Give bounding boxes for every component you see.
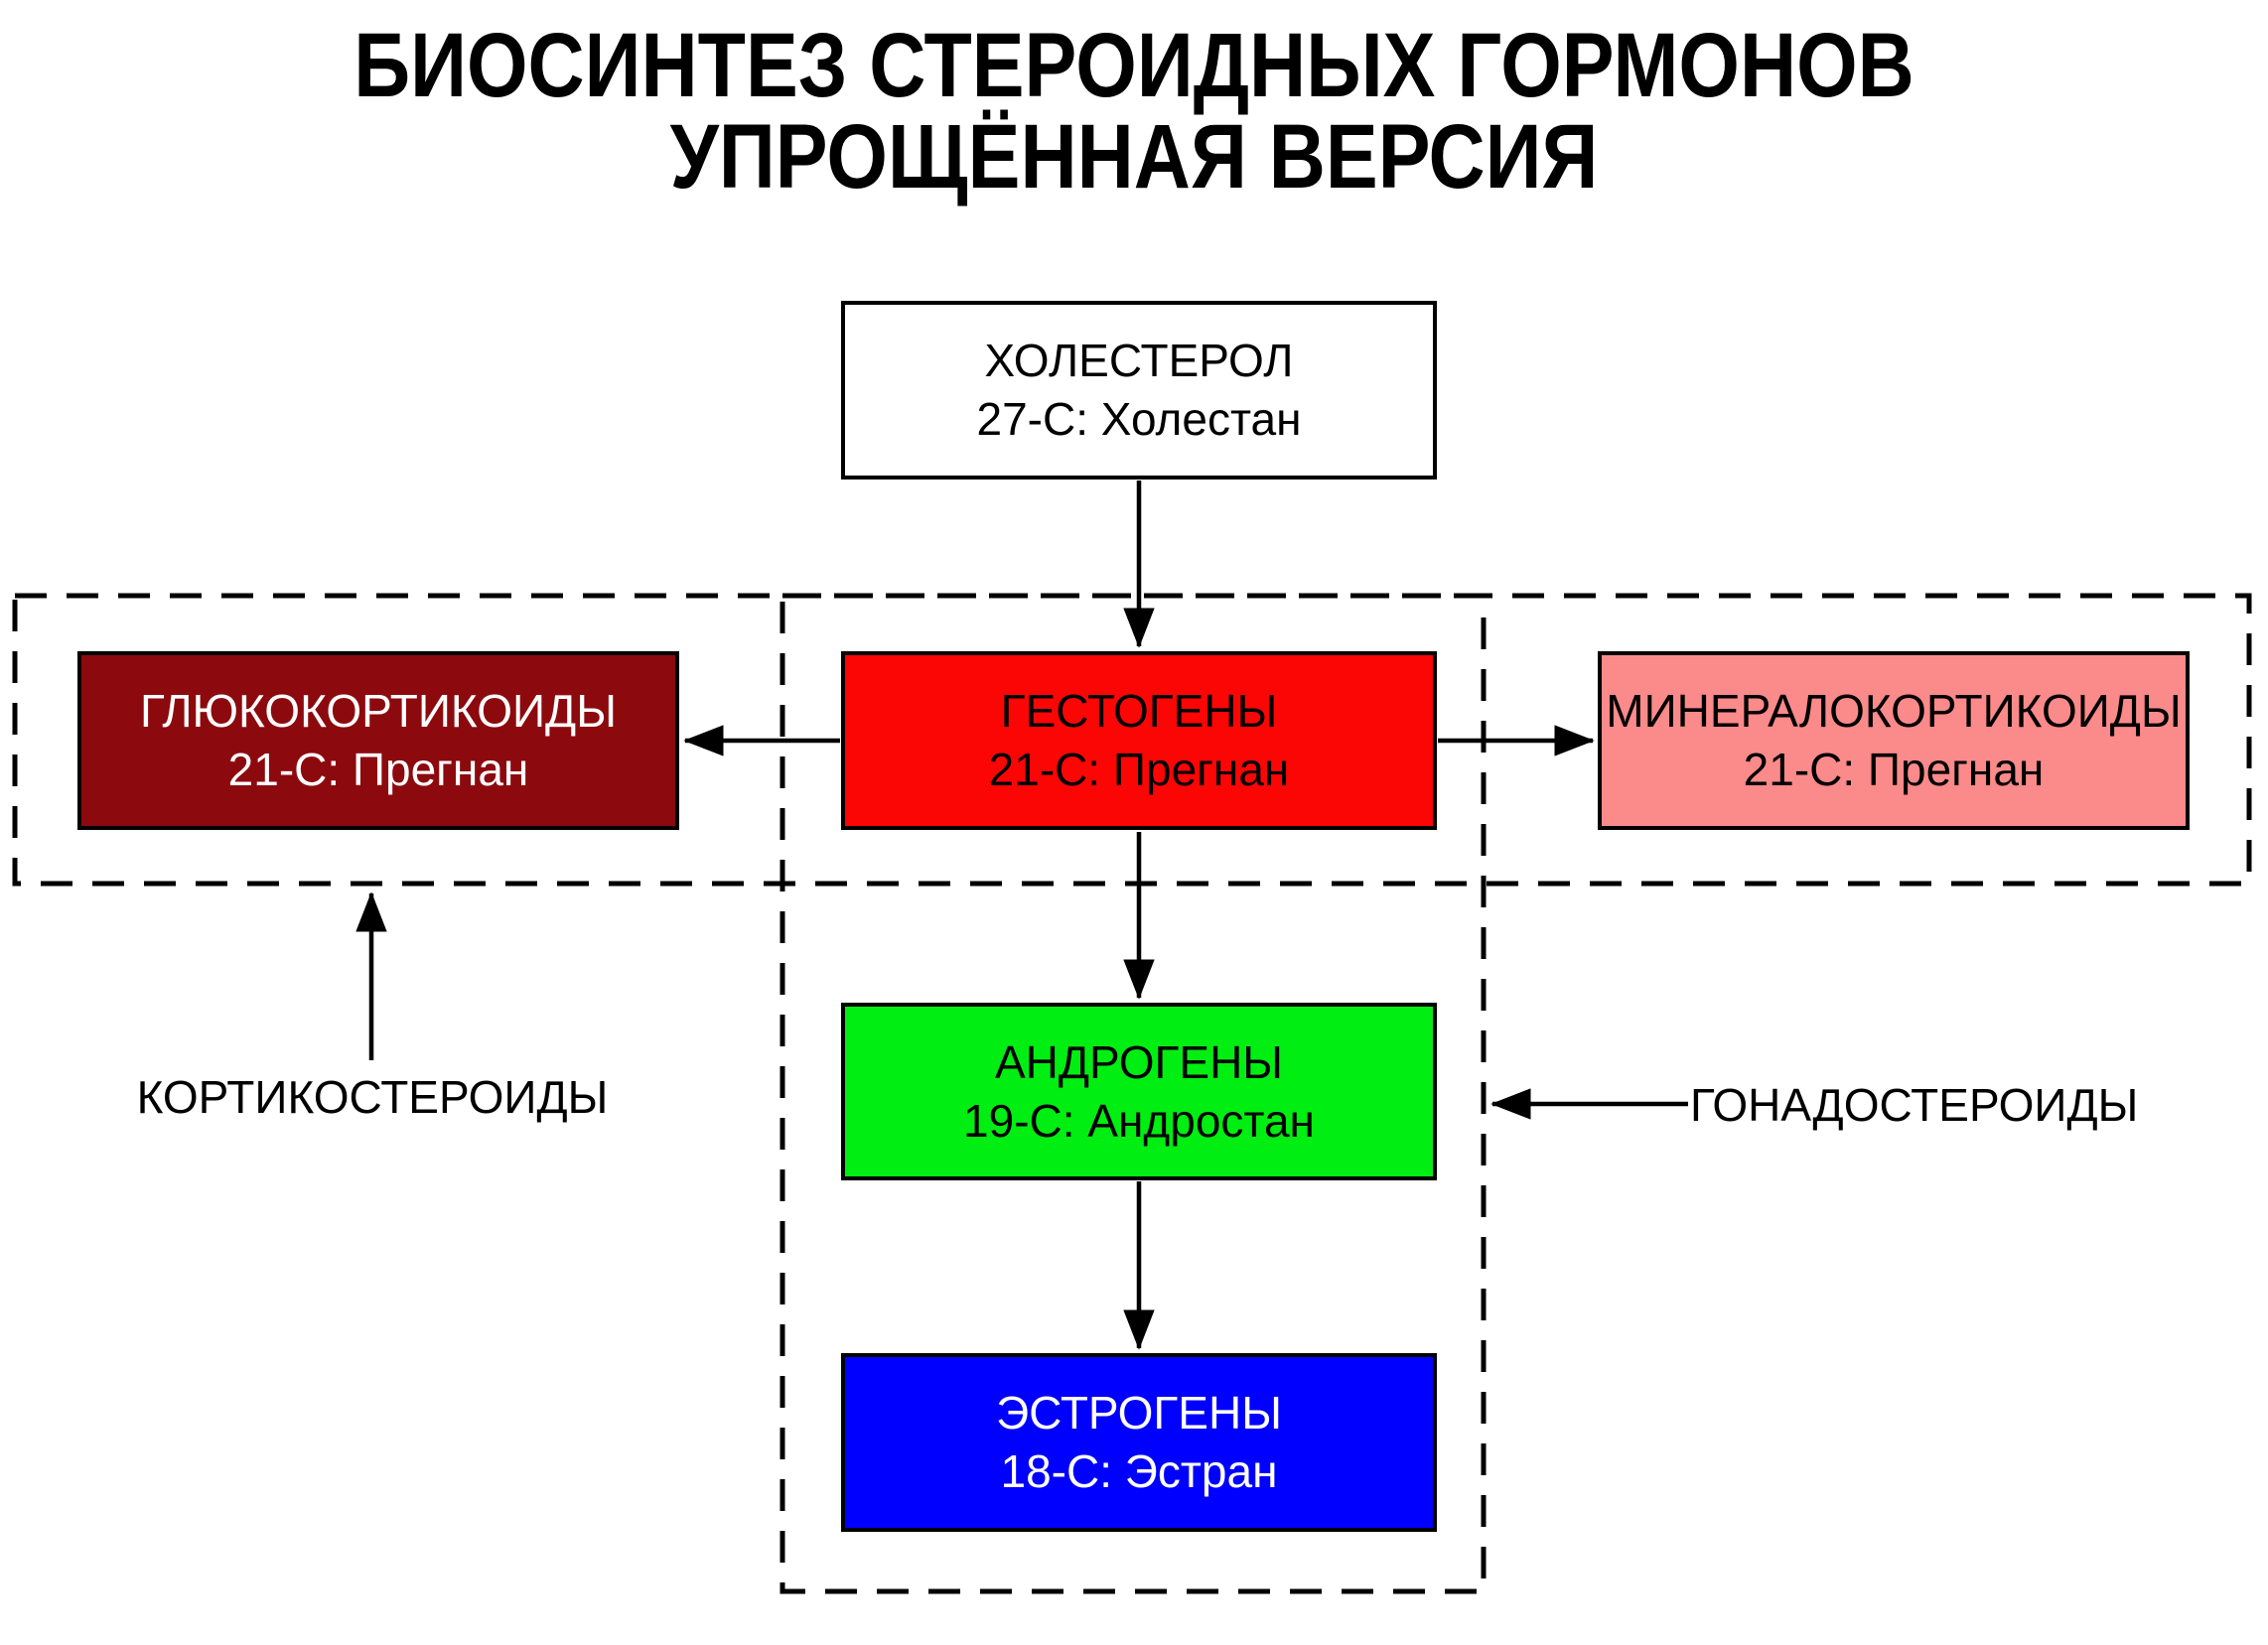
- node-estrogens-name: ЭСТРОГЕНЫ: [996, 1387, 1282, 1439]
- corticosteroids-label: КОРТИКОСТЕРОИДЫ: [136, 1071, 609, 1123]
- node-cholesterol: ХОЛЕСТЕРОЛ 27-C: Холестан: [841, 301, 1437, 480]
- node-estrogens: ЭСТРОГЕНЫ 18-C: Эстран: [841, 1353, 1437, 1532]
- node-gestogens-formula: 21-C: Прегнан: [988, 744, 1290, 795]
- node-androgens: АНДРОГЕНЫ 19-C: Андростан: [841, 1003, 1437, 1180]
- node-cholesterol-formula: 27-C: Холестан: [976, 393, 1302, 445]
- node-androgens-formula: 19-C: Андростан: [963, 1094, 1315, 1147]
- node-glucocorticoids: ГЛЮКОКОРТИКОИДЫ 21-C: Прегнан: [77, 651, 679, 830]
- diagram-title: БИОСИНТЕЗ СТЕРОИДНЫХ ГОРМОНОВ УПРОЩЁННАЯ…: [0, 20, 2268, 203]
- node-mineralocorticoids: МИНЕРАЛОКОРТИКОИДЫ 21-C: Прегнан: [1598, 651, 2190, 830]
- node-glucocorticoids-name: ГЛЮКОКОРТИКОИДЫ: [140, 685, 617, 738]
- node-androgens-name: АНДРОГЕНЫ: [994, 1035, 1284, 1088]
- node-glucocorticoids-formula: 21-C: Прегнан: [227, 744, 529, 795]
- corticosteroids-group-outline: [12, 593, 2252, 887]
- gonadosteroids-label: ГОНАДОСТЕРОИДЫ: [1690, 1079, 2139, 1131]
- node-gestogens: ГЕСТОГЕНЫ 21-C: Прегнан: [841, 651, 1437, 830]
- node-mineralocorticoids-name: МИНЕРАЛОКОРТИКОИДЫ: [1606, 685, 2182, 738]
- node-cholesterol-name: ХОЛЕСТЕРОЛ: [984, 335, 1294, 387]
- gonadosteroids-group-outline: [780, 593, 1487, 1594]
- diagram-title-line2: УПРОЩЁННАЯ ВЕРСИЯ: [669, 106, 1599, 207]
- diagram-title-line1: БИОСИНТЕЗ СТЕРОИДНЫХ ГОРМОНОВ: [354, 15, 1914, 116]
- node-gestogens-name: ГЕСТОГЕНЫ: [1000, 685, 1278, 738]
- node-estrogens-formula: 18-C: Эстран: [1000, 1445, 1278, 1497]
- node-mineralocorticoids-formula: 21-C: Прегнан: [1743, 744, 2045, 795]
